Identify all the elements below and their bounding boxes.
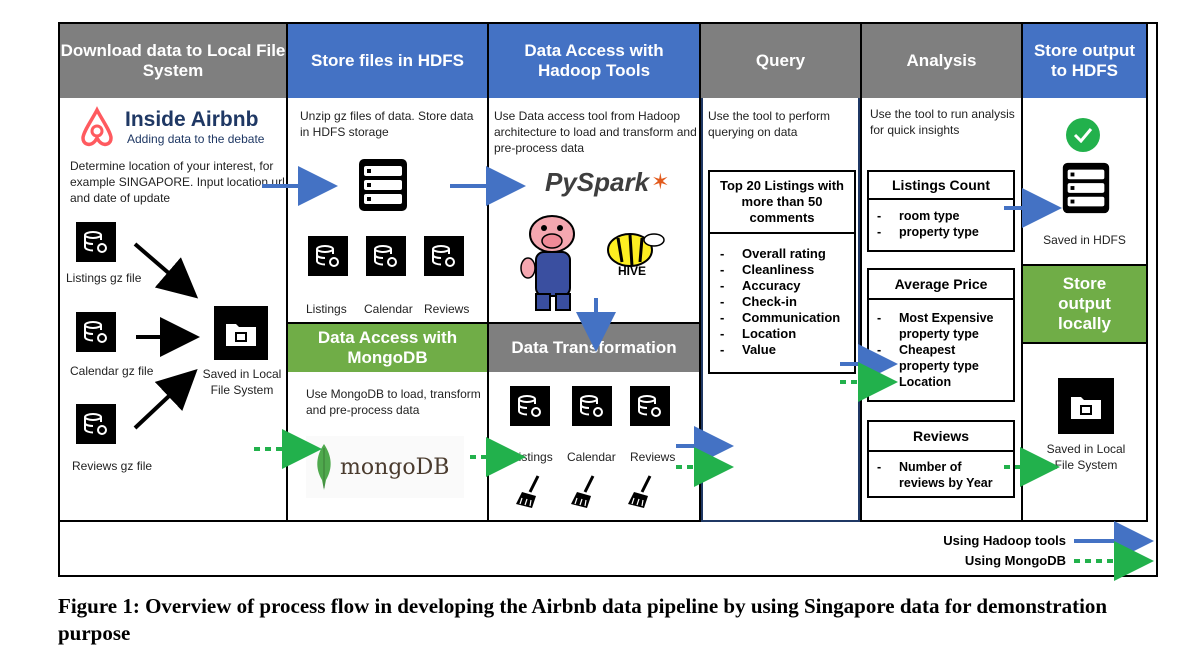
airbnb-title: Inside Airbnb [125, 108, 259, 131]
server-icon [354, 156, 412, 214]
list-item: -Cleanliness [720, 262, 815, 277]
mongodb-logo: mongoDB [306, 436, 464, 498]
folder-icon [214, 306, 268, 360]
query-list: -Overall rating -Cleanliness -Accuracy -… [720, 246, 848, 358]
list-item: -property type [877, 225, 979, 239]
store-hdfs-description: Unzip gz files of data. Store data in HD… [300, 109, 474, 139]
hive-bee-icon [607, 233, 665, 267]
legend-mongo-label: Using MongoDB [964, 553, 1066, 568]
database-settings-icon [572, 386, 612, 426]
query-panel [701, 98, 860, 522]
list-item: -Cheapest property type [877, 343, 979, 373]
query-title: Top 20 Listings with more than 50 commen… [720, 178, 844, 225]
list-item: -Communication [720, 310, 841, 325]
database-settings-icon [76, 312, 116, 352]
mongodb-logo-text: mongoDB [340, 454, 450, 480]
reviews-gz-label: Reviews gz file [72, 459, 153, 473]
download-description: Determine location of your interest, for… [70, 159, 285, 205]
average-price-box: Average Price [867, 268, 1015, 300]
check-circle-icon [1066, 118, 1100, 152]
folder-icon [1058, 378, 1114, 434]
header-mongo-access: Data Access with MongoDB [288, 324, 487, 372]
pyspark-logo-text: PySpark [545, 166, 650, 197]
airbnb-logo: Inside Airbnb Adding data to the debate [75, 106, 285, 150]
reviews-box: Reviews [867, 420, 1015, 452]
reviews-list: -Number of reviews by Year [877, 459, 1009, 491]
query-box-title: Top 20 Listings with more than 50 commen… [708, 170, 856, 234]
database-settings-icon [510, 386, 550, 426]
broom-icon [569, 474, 601, 510]
database-settings-icon [366, 236, 406, 276]
header-download: Download data to Local File System [60, 24, 286, 98]
average-price-title: Average Price [894, 276, 988, 292]
listings-count-title: Listings Count [892, 177, 990, 193]
average-price-list: -Most Expensive property type -Cheapest … [877, 310, 1009, 390]
mongo-description: Use MongoDB to load, transform and pre-p… [306, 387, 481, 417]
hive-logo: HIVE [600, 226, 666, 286]
header-hadoop-access: Data Access with Hadoop Tools [489, 24, 699, 98]
saved-hdfs-label: Saved in HDFS [1043, 233, 1126, 247]
spark-star-icon: ✶ [651, 169, 670, 194]
header-analysis: Analysis [862, 24, 1021, 98]
saved-local-output-label: Saved in Local File System [1046, 442, 1126, 472]
reviews-title: Reviews [912, 428, 970, 444]
database-settings-icon [76, 404, 116, 444]
hive-logo-text: HIVE [618, 264, 647, 278]
server-icon [1058, 160, 1114, 216]
hadoop-description: Use Data access tool from Hadoop archite… [494, 109, 697, 155]
pig-icon [514, 208, 594, 316]
arrow-reviews-to-local [133, 369, 198, 430]
broom-icon [626, 474, 658, 510]
broom-icon [514, 474, 546, 510]
list-item: -Most Expensive property type [877, 311, 994, 341]
listings-gz-label: Listings gz file [66, 271, 142, 285]
header-store-output-hdfs: Store output to HDFS [1023, 24, 1146, 98]
airbnb-icon [81, 106, 113, 147]
list-item: -Location [720, 326, 797, 341]
arrow-listings-to-local [133, 242, 199, 299]
database-settings-icon [308, 236, 348, 276]
hdfs-listings-label: Listings [306, 302, 347, 316]
legend-hadoop-label: Using Hadoop tools [943, 533, 1066, 548]
pyspark-logo: PySpark ✶ [545, 160, 670, 204]
reviews-list-box: -Number of reviews by Year [867, 450, 1015, 498]
query-list-box: -Overall rating -Cleanliness -Accuracy -… [708, 232, 856, 374]
list-item: -Number of reviews by Year [877, 460, 993, 490]
header-store-output-local: Store output locally [1023, 266, 1146, 342]
list-item: -Value [720, 342, 776, 357]
query-description: Use the tool to perform querying on data [708, 109, 831, 139]
calendar-gz-label: Calendar gz file [70, 364, 154, 378]
database-settings-icon [424, 236, 464, 276]
hdfs-calendar-label: Calendar [364, 302, 413, 316]
output-local-section [1021, 264, 1148, 344]
list-item: -Accuracy [720, 278, 801, 293]
analysis-description: Use the tool to run analysis for quick i… [870, 107, 1015, 137]
saved-local-label: Saved in Local File System [202, 367, 282, 397]
header-query: Query [701, 24, 860, 98]
airbnb-subtitle: Adding data to the debate [127, 132, 265, 146]
listings-count-list-box: -room type -property type [867, 198, 1015, 252]
database-settings-icon [630, 386, 670, 426]
list-item: -room type [877, 209, 960, 223]
figure-caption: Figure 1: Overview of process flow in de… [58, 594, 1108, 645]
header-store-hdfs: Store files in HDFS [288, 24, 487, 98]
list-item: -Overall rating [720, 246, 826, 261]
hdfs-reviews-label: Reviews [424, 302, 470, 316]
transform-calendar-label: Calendar [567, 450, 616, 464]
database-settings-icon [76, 222, 116, 262]
list-item: -Check-in [720, 294, 797, 309]
transform-reviews-label: Reviews [630, 450, 676, 464]
listings-count-list: -room type -property type [877, 208, 1009, 240]
